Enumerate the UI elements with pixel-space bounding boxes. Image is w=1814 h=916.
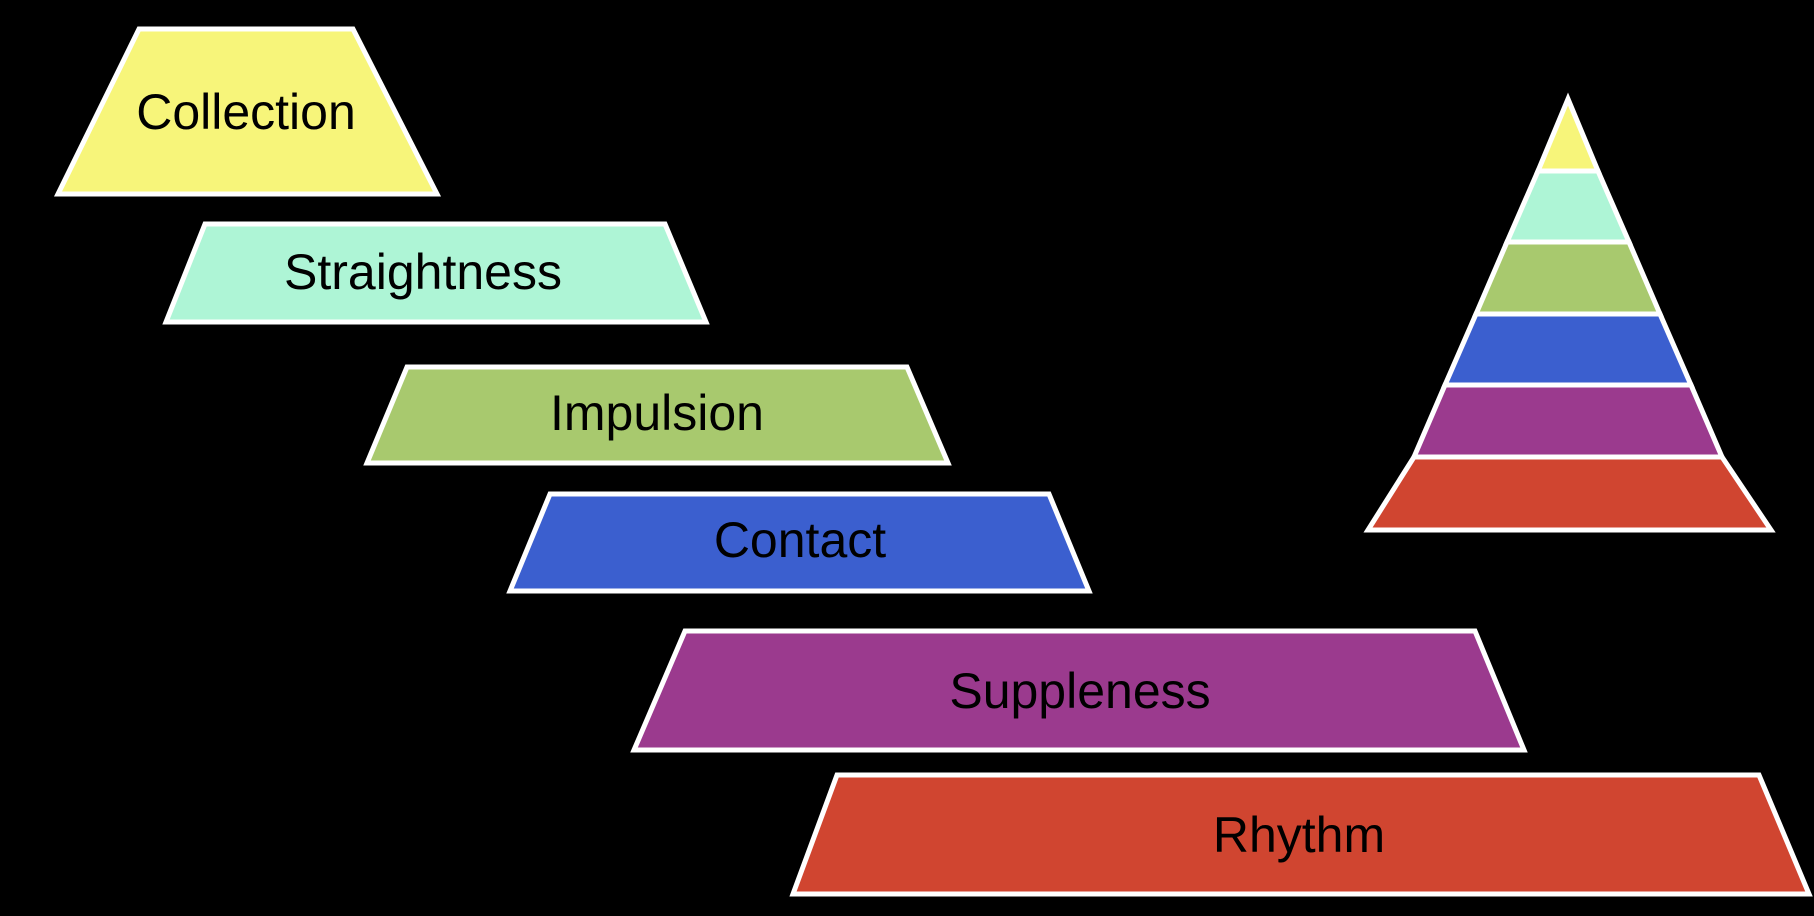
level-collection-shape xyxy=(53,26,442,197)
exploded-pyramid-levels: Collection Straightness Impulsion Contac… xyxy=(53,26,1813,897)
level-contact-label: Contact xyxy=(714,512,886,568)
level-straightness-label: Straightness xyxy=(284,244,562,300)
mini-pyramid xyxy=(1363,92,1776,533)
mini-pyramid-band-collection xyxy=(1534,92,1602,174)
level-rhythm: Rhythm xyxy=(789,772,1813,897)
level-straightness: Straightness xyxy=(162,221,710,325)
level-impulsion-label: Impulsion xyxy=(550,385,764,441)
level-impulsion: Impulsion xyxy=(363,364,952,466)
mini-pyramid-band-impulsion xyxy=(1472,239,1664,317)
level-impulsion-shape xyxy=(363,364,952,466)
mini-pyramid-band-straightness xyxy=(1503,168,1633,245)
level-suppleness-shape xyxy=(630,628,1528,753)
mini-pyramid-band-rhythm xyxy=(1363,454,1776,533)
level-suppleness: Suppleness xyxy=(630,628,1528,753)
mini-pyramid-band-contact xyxy=(1441,311,1695,388)
level-collection: Collection xyxy=(53,26,442,197)
level-suppleness-label: Suppleness xyxy=(949,663,1210,719)
level-rhythm-label: Rhythm xyxy=(1213,807,1385,863)
level-contact: Contact xyxy=(506,491,1093,594)
level-contact-shape xyxy=(506,491,1093,594)
mini-pyramid-band-suppleness xyxy=(1410,382,1726,460)
level-rhythm-shape xyxy=(789,772,1813,897)
level-straightness-shape xyxy=(162,221,710,325)
level-collection-label: Collection xyxy=(136,84,356,140)
